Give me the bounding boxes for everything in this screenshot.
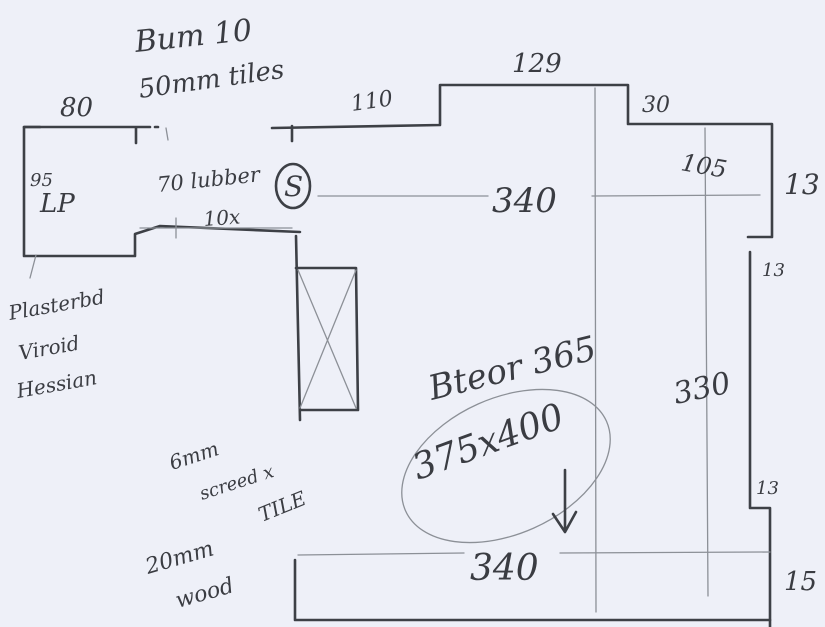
dim-top-mid: 110 <box>349 86 394 117</box>
vertical-guide-right <box>704 127 709 597</box>
room-size-ellipse <box>401 388 611 544</box>
dim-right-upper: 13 <box>784 168 820 201</box>
down-arrow-icon <box>551 468 578 534</box>
cupboard-dimension-line <box>139 217 293 239</box>
vertical-guide-main <box>594 87 597 613</box>
dim-top-left: 80 <box>60 93 93 123</box>
upper-dimension-line-right <box>591 194 761 197</box>
stair-cross <box>297 269 357 409</box>
cupboard-tick <box>165 127 169 141</box>
bottom-wall <box>293 558 772 622</box>
stack-symbol: S <box>284 170 303 203</box>
dim-right-lower: 15 <box>784 567 817 597</box>
dim-lower-span: 340 <box>470 548 539 589</box>
dim-cupboard-gap: 10x <box>203 204 241 231</box>
dim-right-gap-lower: 13 <box>756 478 779 499</box>
dim-top-step: 129 <box>512 49 562 79</box>
right-wall <box>748 250 772 627</box>
stair-block <box>294 266 360 412</box>
cupboard-label: LP <box>39 189 75 219</box>
plaster-leader <box>29 254 37 279</box>
top-wall <box>270 83 774 239</box>
lower-dimension-line-right <box>559 551 771 554</box>
stack-circle <box>274 162 312 210</box>
dim-upper-span: 340 <box>492 181 557 221</box>
dim-top-right: 30 <box>642 93 670 118</box>
inner-wall <box>294 234 302 422</box>
pencil-guides <box>29 87 771 613</box>
wall-outline <box>22 83 774 627</box>
dim-cupboard-height: 95 <box>30 170 53 191</box>
lower-dimension-line <box>297 552 465 556</box>
cupboard-top-left-mark <box>22 125 152 145</box>
dim-right-gap-upper: 13 <box>762 260 785 281</box>
